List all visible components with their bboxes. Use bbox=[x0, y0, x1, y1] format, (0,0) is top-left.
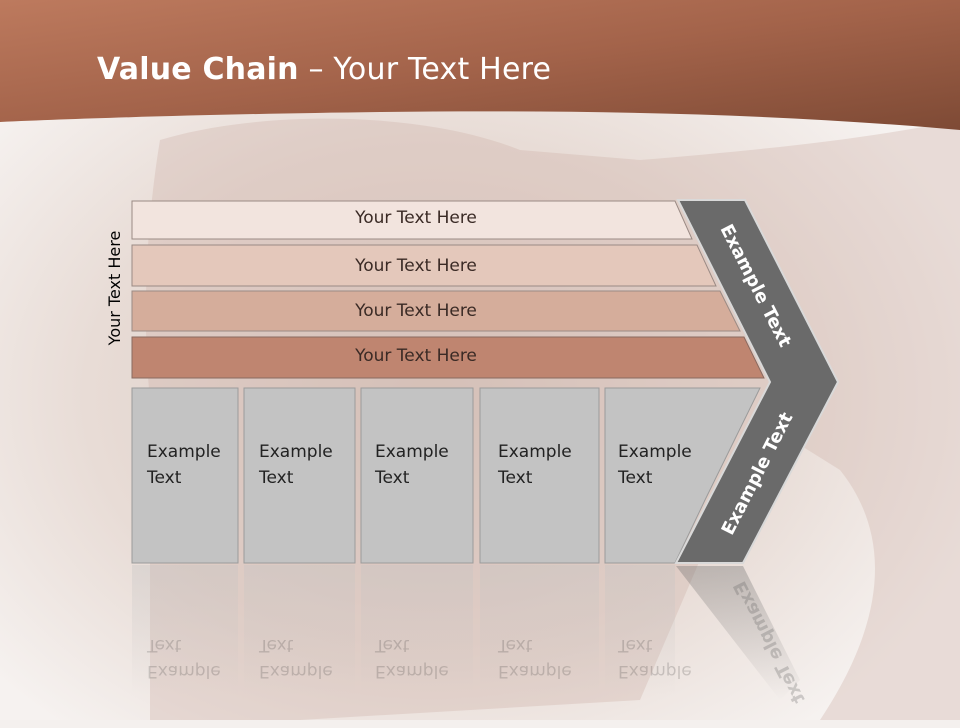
reflection-line: Text bbox=[498, 635, 533, 655]
band-3 bbox=[131, 290, 741, 332]
reflection-line: Example bbox=[147, 661, 221, 681]
box-3-line2: Text bbox=[375, 468, 410, 488]
box-1 bbox=[131, 387, 239, 564]
box-reflection bbox=[132, 565, 238, 695]
box-4-label: Example Text bbox=[498, 439, 598, 491]
band-1-label: Your Text Here bbox=[355, 208, 477, 228]
reflection-line: Example bbox=[498, 661, 572, 681]
chevron-arrow bbox=[674, 199, 840, 564]
box-4-line2: Text bbox=[498, 468, 533, 488]
box-2 bbox=[243, 387, 356, 564]
box-2-line1: Example bbox=[259, 442, 333, 462]
title-rest: – Your Text Here bbox=[298, 52, 552, 87]
reflection-line: Example bbox=[259, 661, 333, 681]
box-4 bbox=[479, 387, 600, 564]
box-reflection bbox=[480, 565, 599, 695]
chevron-reflection bbox=[676, 566, 800, 700]
band-3-label: Your Text Here bbox=[355, 301, 477, 321]
box-5-reflection-text: Example Text bbox=[618, 632, 718, 684]
header-band bbox=[0, 0, 960, 130]
box-3-line1: Example bbox=[375, 442, 449, 462]
reflection-line: Text bbox=[147, 635, 182, 655]
box-2-reflection-text: Example Text bbox=[259, 632, 359, 684]
box-3-label: Example Text bbox=[375, 439, 475, 491]
box-reflection bbox=[361, 565, 473, 695]
box-reflection bbox=[605, 565, 675, 695]
side-label: Your Text Here bbox=[105, 230, 124, 346]
band-4 bbox=[131, 336, 765, 379]
reflection-line: Example bbox=[618, 661, 692, 681]
box-1-label: Example Text bbox=[147, 439, 247, 491]
box-3 bbox=[360, 387, 474, 564]
box-1-reflection-text: Example Text bbox=[147, 632, 247, 684]
box-4-line1: Example bbox=[498, 442, 572, 462]
box-5 bbox=[604, 387, 761, 564]
reflection-line: Text bbox=[259, 635, 294, 655]
box-1-line1: Example bbox=[147, 442, 221, 462]
box-reflection bbox=[244, 565, 355, 695]
box-1-line2: Text bbox=[147, 468, 182, 488]
reflection-line: Text bbox=[375, 635, 410, 655]
title-bold: Value Chain bbox=[97, 52, 299, 87]
box-5-line1: Example bbox=[618, 442, 692, 462]
box-5-line2: Text bbox=[618, 468, 653, 488]
box-3-reflection-text: Example Text bbox=[375, 632, 475, 684]
reflection-line: Text bbox=[618, 635, 653, 655]
band-1 bbox=[131, 200, 693, 240]
reflection-line: Example bbox=[375, 661, 449, 681]
box-4-reflection-text: Example Text bbox=[498, 632, 598, 684]
band-2-label: Your Text Here bbox=[355, 256, 477, 276]
box-2-line2: Text bbox=[259, 468, 294, 488]
slide-title: Value Chain – Your Text Here bbox=[97, 52, 551, 87]
box-5-label: Example Text bbox=[618, 439, 718, 491]
box-2-label: Example Text bbox=[259, 439, 359, 491]
band-4-label: Your Text Here bbox=[355, 346, 477, 366]
band-2 bbox=[131, 244, 717, 287]
